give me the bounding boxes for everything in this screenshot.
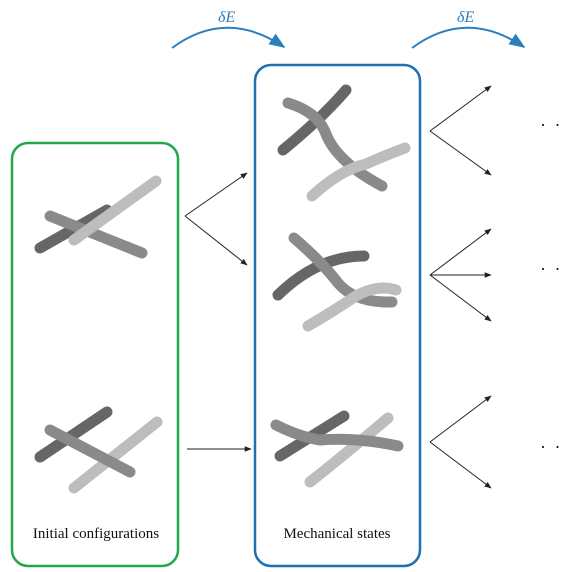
mechanical-panel-border — [253, 63, 422, 568]
transition-arrow — [429, 395, 492, 443]
initial-configuration-2 — [34, 406, 163, 494]
initial-configurations-panel: Initial configurations — [10, 141, 180, 568]
energy-step-label-2: δE — [457, 9, 474, 26]
transition-arrows-1 — [184, 172, 252, 452]
mechanical-panel-label: Mechanical states — [283, 526, 390, 542]
transition-arrow — [429, 228, 492, 276]
transition-arrow — [429, 85, 492, 132]
initial-panel-label: Initial configurations — [33, 526, 159, 542]
transition-arrow — [429, 441, 492, 489]
fiber — [304, 412, 394, 488]
mechanical-state-1 — [277, 84, 411, 202]
fiber — [270, 419, 404, 452]
energy-step-1: δE — [171, 9, 286, 49]
transition-arrow — [429, 130, 492, 176]
fiber — [306, 142, 411, 202]
fiber — [302, 282, 402, 332]
fiber — [68, 416, 163, 494]
continuation-dots-1: · · · — [540, 115, 562, 135]
fiber — [44, 210, 148, 259]
transition-arrow — [429, 274, 492, 322]
transition-arrow — [184, 215, 248, 266]
continuation-dots-3: · · · — [540, 437, 562, 457]
energy-arc-1 — [171, 26, 286, 49]
energy-step-label-1: δE — [218, 9, 235, 26]
continuation-dots-2: · · · — [540, 259, 562, 279]
fiber — [282, 97, 388, 192]
energy-step-2: δE — [411, 9, 526, 49]
fiber — [34, 406, 113, 463]
initial-configuration-1 — [34, 175, 162, 259]
fiber — [68, 175, 162, 246]
fiber — [288, 232, 398, 308]
transition-arrows-2 — [429, 85, 492, 489]
initial-panel-border — [10, 141, 180, 568]
transition-arrow — [184, 172, 248, 217]
mechanical-states-panel: Mechanical states — [253, 63, 422, 568]
fiber — [44, 424, 136, 478]
energy-arc-2 — [411, 26, 526, 49]
mechanical-state-2 — [272, 232, 402, 332]
mechanical-state-3 — [270, 410, 404, 488]
